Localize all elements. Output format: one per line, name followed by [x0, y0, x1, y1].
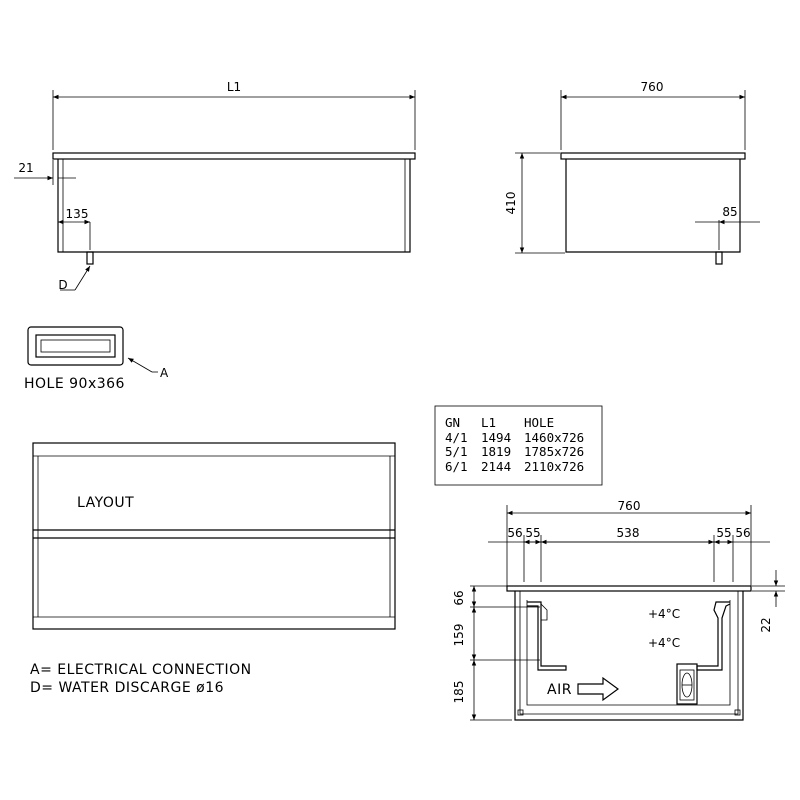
side-tank [565, 159, 741, 253]
side-drain [715, 251, 723, 265]
layout-view: LAYOUT [32, 442, 396, 630]
hole-outer [27, 326, 124, 366]
hole-marker: A [160, 366, 169, 380]
section-w-56-right: 56 [735, 526, 750, 540]
cross-section: 760 56 55 538 55 56 [452, 499, 785, 721]
temp-bottom: +4°C [648, 636, 680, 650]
hole-middle [35, 334, 116, 358]
front-rim [52, 152, 416, 160]
legend: A= ELECTRICAL CONNECTION D= WATER DISCAR… [30, 662, 252, 696]
side-width-label: 760 [641, 80, 664, 94]
drain-marker: D [58, 278, 67, 292]
hole-caption: HOLE 90x366 [24, 376, 125, 392]
table-cell: 2110x726 [524, 459, 584, 474]
dim-drain-offset-label: 135 [66, 207, 89, 221]
fan-box [676, 663, 698, 705]
front-tank [57, 159, 411, 253]
section-h-185: 185 [452, 681, 466, 704]
table-frame [434, 405, 603, 486]
hole-view: A HOLE 90x366 [24, 326, 169, 392]
section-w-55-right: 55 [716, 526, 731, 540]
right-support [696, 601, 731, 671]
section-w-55-left: 55 [525, 526, 540, 540]
table-cell: 1785x726 [524, 444, 584, 459]
front-view: L1 21 135 D [14, 80, 416, 292]
section-width-label: 760 [618, 499, 641, 513]
section-w-56-left: 56 [507, 526, 522, 540]
temp-top: +4°C [648, 607, 680, 621]
side-view: 760 410 85 [504, 80, 760, 265]
section-rim [506, 585, 752, 592]
section-tank-outer [514, 591, 744, 721]
section-h-159: 159 [452, 624, 466, 647]
layout-outer [32, 442, 396, 630]
air-label: AIR [547, 682, 572, 698]
section-h-66: 66 [452, 590, 466, 605]
table-cell: 2144 [481, 459, 511, 474]
layout-label: LAYOUT [77, 495, 134, 511]
left-support [527, 601, 567, 671]
front-drain [86, 251, 94, 265]
table-header-hole: HOLE [524, 415, 554, 430]
hole-inner [40, 339, 111, 353]
table-cell: 1819 [481, 444, 511, 459]
table-cell: 1460x726 [524, 430, 584, 445]
table-header-l1: L1 [481, 415, 496, 430]
table-header-gn: GN [445, 415, 460, 430]
side-drain-offset-label: 85 [722, 205, 737, 219]
table-cell: 4/1 [445, 430, 468, 445]
section-rim-height: 22 [759, 617, 773, 632]
side-rim [560, 152, 746, 160]
table-cell: 1494 [481, 430, 511, 445]
table-cell: 6/1 [445, 459, 468, 474]
legend-water: D= WATER DISCARGE ø16 [30, 680, 224, 696]
section-w-538: 538 [617, 526, 640, 540]
side-height-label: 410 [504, 192, 518, 215]
table-cell: 5/1 [445, 444, 468, 459]
legend-electrical: A= ELECTRICAL CONNECTION [30, 662, 252, 678]
dim-rim-label: 21 [18, 161, 33, 175]
dim-l1-label: L1 [227, 80, 241, 94]
air-arrow-icon [577, 676, 620, 702]
size-table: GN L1 HOLE 4/1 1494 1460x726 5/1 1819 17… [434, 405, 603, 486]
